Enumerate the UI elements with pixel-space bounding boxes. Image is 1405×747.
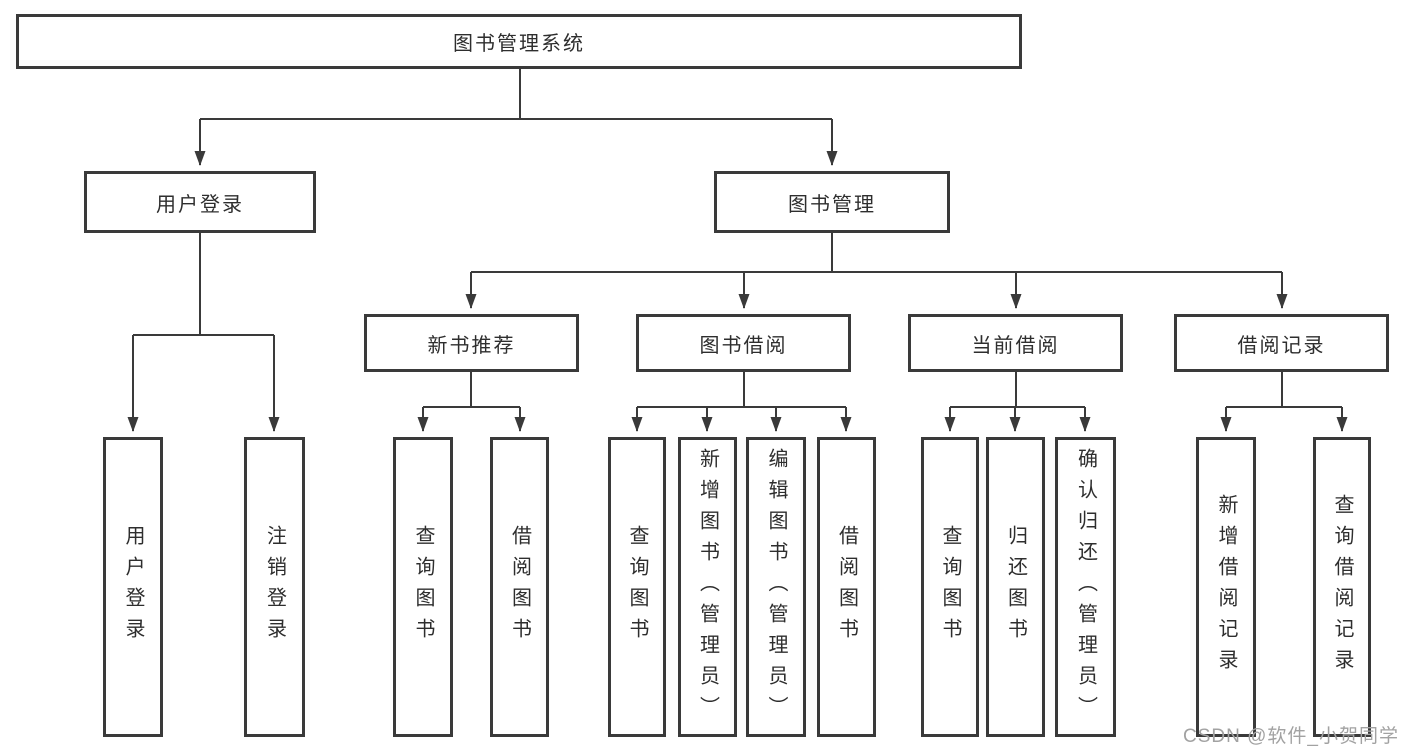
leaf-user-login: 用户登录: [103, 437, 163, 737]
leaf-logout-label: 注销登录: [263, 525, 286, 649]
leaf-cb-query-books-label: 查询图书: [939, 525, 961, 649]
node-new-book-recommendation: 新书推荐: [364, 314, 579, 372]
leaf-cb-query-books: 查询图书: [921, 437, 979, 737]
leaf-br-add-record: 新增借阅记录: [1196, 437, 1256, 737]
leaf-cb-confirm-return-admin: 确认归还（管理员）: [1055, 437, 1116, 737]
leaf-bb-query-books-label: 查询图书: [626, 525, 648, 649]
leaf-user-login-label: 用户登录: [122, 525, 144, 649]
node-user-login: 用户登录: [84, 171, 316, 233]
node-current-borrowing: 当前借阅: [908, 314, 1123, 372]
leaf-logout: 注销登录: [244, 437, 305, 737]
leaf-cb-confirm-return-admin-label: 确认归还（管理员）: [1074, 447, 1097, 727]
leaf-bb-borrow-books: 借阅图书: [817, 437, 876, 737]
leaf-nbr-borrow-books: 借阅图书: [490, 437, 549, 737]
leaf-bb-edit-books-admin-label: 编辑图书（管理员）: [765, 447, 787, 727]
leaf-bb-query-books: 查询图书: [608, 437, 666, 737]
leaf-br-add-record-label: 新增借阅记录: [1215, 494, 1237, 680]
leaf-bb-add-books-admin: 新增图书（管理员）: [678, 437, 737, 737]
leaf-br-query-record: 查询借阅记录: [1313, 437, 1371, 737]
leaf-nbr-query-books-label: 查询图书: [412, 525, 434, 649]
leaf-br-query-record-label: 查询借阅记录: [1331, 494, 1353, 680]
leaf-cb-return-books: 归还图书: [986, 437, 1045, 737]
leaf-bb-borrow-books-label: 借阅图书: [835, 525, 858, 649]
leaf-bb-add-books-admin-label: 新增图书（管理员）: [696, 447, 719, 727]
leaf-bb-edit-books-admin: 编辑图书（管理员）: [746, 437, 806, 737]
leaf-nbr-query-books: 查询图书: [393, 437, 453, 737]
leaf-nbr-borrow-books-label: 借阅图书: [508, 525, 531, 649]
node-book-management: 图书管理: [714, 171, 950, 233]
node-library-management-system: 图书管理系统: [16, 14, 1022, 69]
node-book-borrowing: 图书借阅: [636, 314, 851, 372]
leaf-cb-return-books-label: 归还图书: [1004, 525, 1027, 649]
node-borrowing-records: 借阅记录: [1174, 314, 1389, 372]
csdn-watermark: CSDN @软件_小贺同学: [1183, 726, 1399, 747]
